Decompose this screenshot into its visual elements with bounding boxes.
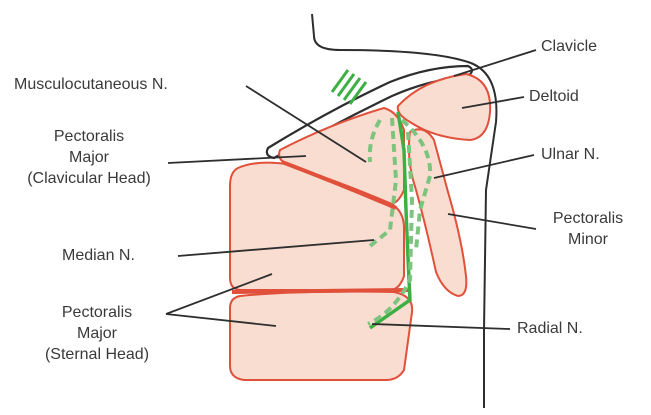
pec-minor-shape	[409, 129, 466, 296]
label-ulnar: Ulnar N.	[541, 144, 600, 165]
label-pec-major-clavicular-line2: Major	[14, 147, 164, 168]
label-pec-major-sternal-line1: Pectoralis	[32, 302, 162, 323]
label-deltoid: Deltoid	[529, 86, 579, 107]
label-pec-minor: Pectoralis Minor	[532, 208, 644, 250]
label-radial: Radial N.	[517, 318, 583, 339]
leader-ulnar	[434, 155, 534, 178]
label-pec-minor-line2: Minor	[532, 229, 644, 250]
label-median: Median N.	[62, 245, 135, 266]
label-musculocutaneous: Musculocutaneous N.	[14, 74, 168, 95]
label-clavicle: Clavicle	[541, 36, 597, 57]
leader-clavicle	[454, 50, 536, 76]
label-pec-minor-line1: Pectoralis	[532, 208, 644, 229]
label-pec-major-sternal-line3: (Sternal Head)	[32, 344, 162, 365]
label-pec-major-clavicular: Pectoralis Major (Clavicular Head)	[14, 126, 164, 189]
label-pec-major-sternal: Pectoralis Major (Sternal Head)	[32, 302, 162, 365]
label-pec-major-clavicular-line3: (Clavicular Head)	[14, 168, 164, 189]
label-pec-major-clavicular-line1: Pectoralis	[14, 126, 164, 147]
leader-pec-minor	[448, 214, 536, 229]
muscle-divider-sternal	[232, 290, 408, 292]
label-pec-major-sternal-line2: Major	[32, 323, 162, 344]
pec-major-sternal-lower-shape	[230, 292, 412, 381]
